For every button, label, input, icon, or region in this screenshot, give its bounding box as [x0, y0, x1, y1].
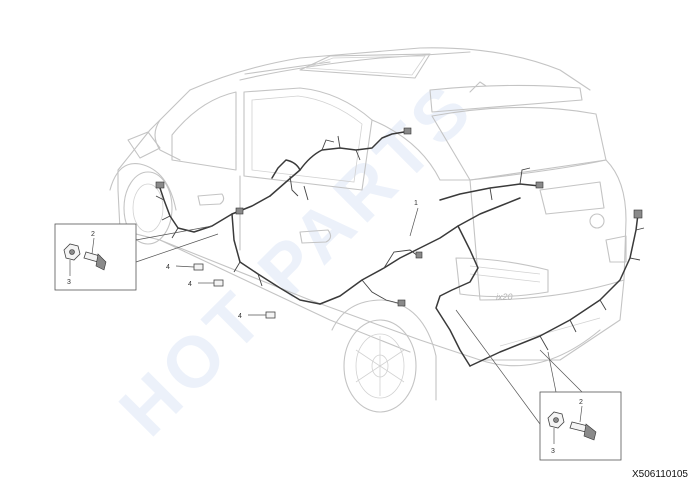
- connector-part: [213, 279, 224, 287]
- connector-part: [193, 263, 204, 271]
- car-badge: ix20: [496, 292, 513, 302]
- detail-inset-front: 2 3: [54, 223, 219, 291]
- callout-clip: 3: [67, 279, 71, 286]
- callout-bolt: 2: [91, 231, 95, 238]
- callout-clip: 3: [551, 448, 555, 455]
- connector-part: [265, 311, 276, 319]
- detail-inset-rear: 2 3: [455, 309, 622, 461]
- callout-harness: 1: [414, 200, 418, 207]
- callout-connector: 4: [166, 264, 170, 271]
- loose-connectors: 4 4 4: [166, 263, 276, 320]
- wiring-harness: [155, 127, 645, 367]
- callout-bolt: 2: [579, 399, 583, 406]
- reference-code: X506110105: [632, 469, 688, 480]
- callout-connector: 4: [188, 281, 192, 288]
- watermark: HOT PARTS: [105, 66, 490, 451]
- callout-connector: 4: [238, 313, 242, 320]
